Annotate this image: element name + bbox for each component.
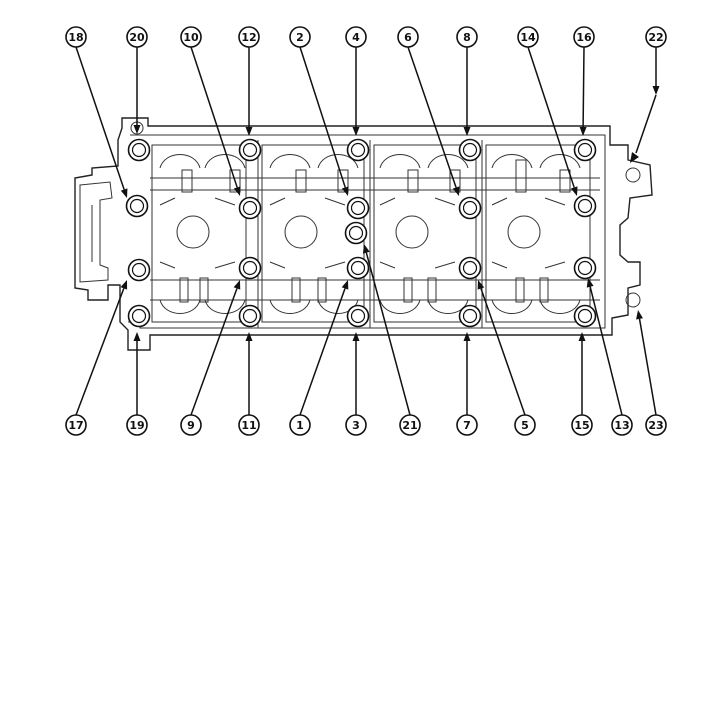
callout-23: 23 xyxy=(645,414,667,436)
callout-1: 1 xyxy=(289,414,311,436)
callout-number: 12 xyxy=(241,31,256,44)
callout-number: 3 xyxy=(352,419,360,432)
bolt-head xyxy=(238,138,262,162)
callout-4: 4 xyxy=(345,26,367,48)
callout-number: 15 xyxy=(574,419,589,432)
bolt-head xyxy=(573,138,597,162)
callout-10: 10 xyxy=(180,26,202,48)
callout-number: 22 xyxy=(648,31,663,44)
callout-number: 11 xyxy=(241,419,256,432)
leader-arrow xyxy=(190,280,241,416)
leader-arrow xyxy=(75,280,128,416)
callout-number: 7 xyxy=(463,419,471,432)
leader-arrow xyxy=(190,46,241,196)
leader-arrow xyxy=(299,280,349,416)
callout-number: 13 xyxy=(614,419,629,432)
bolt-head xyxy=(127,258,151,282)
callout-22: 22 xyxy=(645,26,667,48)
leader-arrow xyxy=(133,332,141,415)
callout-number: 18 xyxy=(68,31,83,44)
leader-lines xyxy=(75,46,660,416)
leader-arrow xyxy=(477,280,526,416)
callout-3: 3 xyxy=(345,414,367,436)
bolt-head xyxy=(346,138,370,162)
callout-number: 9 xyxy=(187,419,195,432)
leader-arrow xyxy=(407,46,460,196)
bolt-head xyxy=(458,304,482,328)
bolt-head xyxy=(238,304,262,328)
callout-number: 19 xyxy=(129,419,144,432)
callout-17: 17 xyxy=(65,414,87,436)
callout-13: 13 xyxy=(611,414,633,436)
leader-arrow xyxy=(586,278,623,416)
bolt-head xyxy=(238,256,262,280)
callout-number: 20 xyxy=(129,31,145,44)
bolt-head xyxy=(573,304,597,328)
leader-arrow xyxy=(362,244,411,416)
cylinder-head-outline xyxy=(74,117,653,351)
callout-12: 12 xyxy=(238,26,260,48)
leader-arrow xyxy=(352,47,360,136)
bolt-head xyxy=(573,194,597,218)
callout-18: 18 xyxy=(65,26,87,48)
callout-number: 14 xyxy=(520,31,536,44)
callout-11: 11 xyxy=(238,414,260,436)
callout-20: 20 xyxy=(126,26,148,48)
callout-2: 2 xyxy=(289,26,311,48)
bolt-head xyxy=(125,194,149,218)
bolt-head xyxy=(346,304,370,328)
bolt-head xyxy=(127,304,151,328)
callout-19: 19 xyxy=(126,414,148,436)
callout-number: 6 xyxy=(404,31,412,44)
callout-number: 2 xyxy=(296,31,304,44)
callout-16: 16 xyxy=(573,26,595,48)
leader-arrow xyxy=(463,332,471,415)
callout-number: 10 xyxy=(183,31,199,44)
leader-arrow xyxy=(579,46,587,136)
leader-arrow xyxy=(636,310,657,416)
bolt-head xyxy=(458,196,482,220)
callout-number: 5 xyxy=(521,419,529,432)
callout-14: 14 xyxy=(517,26,539,48)
leader-arrow xyxy=(245,332,253,415)
bolt-head xyxy=(458,138,482,162)
bolt-head xyxy=(346,256,370,280)
callout-7: 7 xyxy=(456,414,478,436)
callout-6: 6 xyxy=(397,26,419,48)
bolt-head xyxy=(458,256,482,280)
callout-number: 21 xyxy=(402,419,417,432)
leader-arrow xyxy=(299,46,349,196)
leader-arrow xyxy=(133,47,141,134)
callout-number: 16 xyxy=(576,31,592,44)
callout-9: 9 xyxy=(180,414,202,436)
leader-arrow xyxy=(352,332,360,415)
leader-arrow xyxy=(463,47,471,136)
leader-arrow xyxy=(630,94,657,163)
callout-number: 4 xyxy=(352,31,360,44)
bolt-group xyxy=(125,138,597,328)
callout-8: 8 xyxy=(456,26,478,48)
callout-number: 1 xyxy=(296,419,304,432)
bolt-head xyxy=(573,256,597,280)
bolt-head xyxy=(346,196,370,220)
bolt-head xyxy=(127,138,151,162)
callout-number: 8 xyxy=(463,31,471,44)
bolt-head xyxy=(238,196,262,220)
leader-arrow xyxy=(578,332,586,415)
leader-arrow xyxy=(75,46,128,198)
callout-number: 17 xyxy=(68,419,83,432)
callout-number: 23 xyxy=(648,419,663,432)
callout-15: 15 xyxy=(571,414,593,436)
leader-arrow xyxy=(652,47,660,95)
callout-21: 21 xyxy=(399,414,421,436)
callout-5: 5 xyxy=(514,414,536,436)
bolt-head xyxy=(344,221,368,245)
leader-arrow xyxy=(245,47,253,136)
leader-arrow xyxy=(527,46,578,196)
